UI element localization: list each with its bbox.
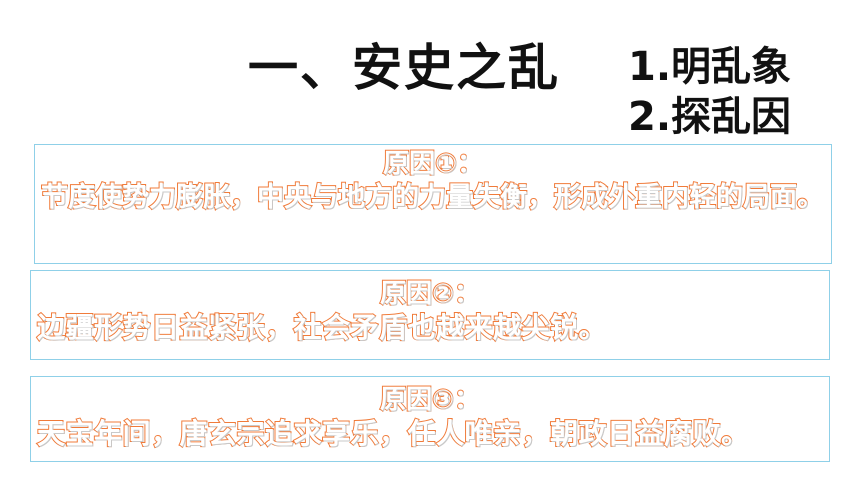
- cause-heading-3: 原因③：: [379, 384, 481, 416]
- cause-box-1: 原因①： 节度使势力膨胀，中央与地方的力量失衡，形成外重内轻的局面。: [34, 144, 832, 264]
- cause-heading-1: 原因①：: [382, 148, 484, 180]
- cause-text-1: 节度使势力膨胀，中央与地方的力量失衡，形成外重内轻的局面。: [40, 181, 825, 214]
- subtitle-1: 1.明乱象: [628, 44, 792, 90]
- cause-box-2: 原因②： 边疆形势日益紧张，社会矛盾也越来越尖锐。: [30, 270, 830, 360]
- cause-text-2: 边疆形势日益紧张，社会矛盾也越来越尖锐。: [36, 310, 608, 345]
- cause-text-3: 天宝年间，唐玄宗追求享乐，任人唯亲，朝政日益腐败。: [36, 416, 750, 451]
- cause-box-3: 原因③： 天宝年间，唐玄宗追求享乐，任人唯亲，朝政日益腐败。: [30, 376, 830, 462]
- cause-heading-2: 原因②：: [379, 278, 481, 310]
- subtitle-2: 2.探乱因: [628, 94, 792, 140]
- page-title: 一、安史之乱: [248, 39, 560, 97]
